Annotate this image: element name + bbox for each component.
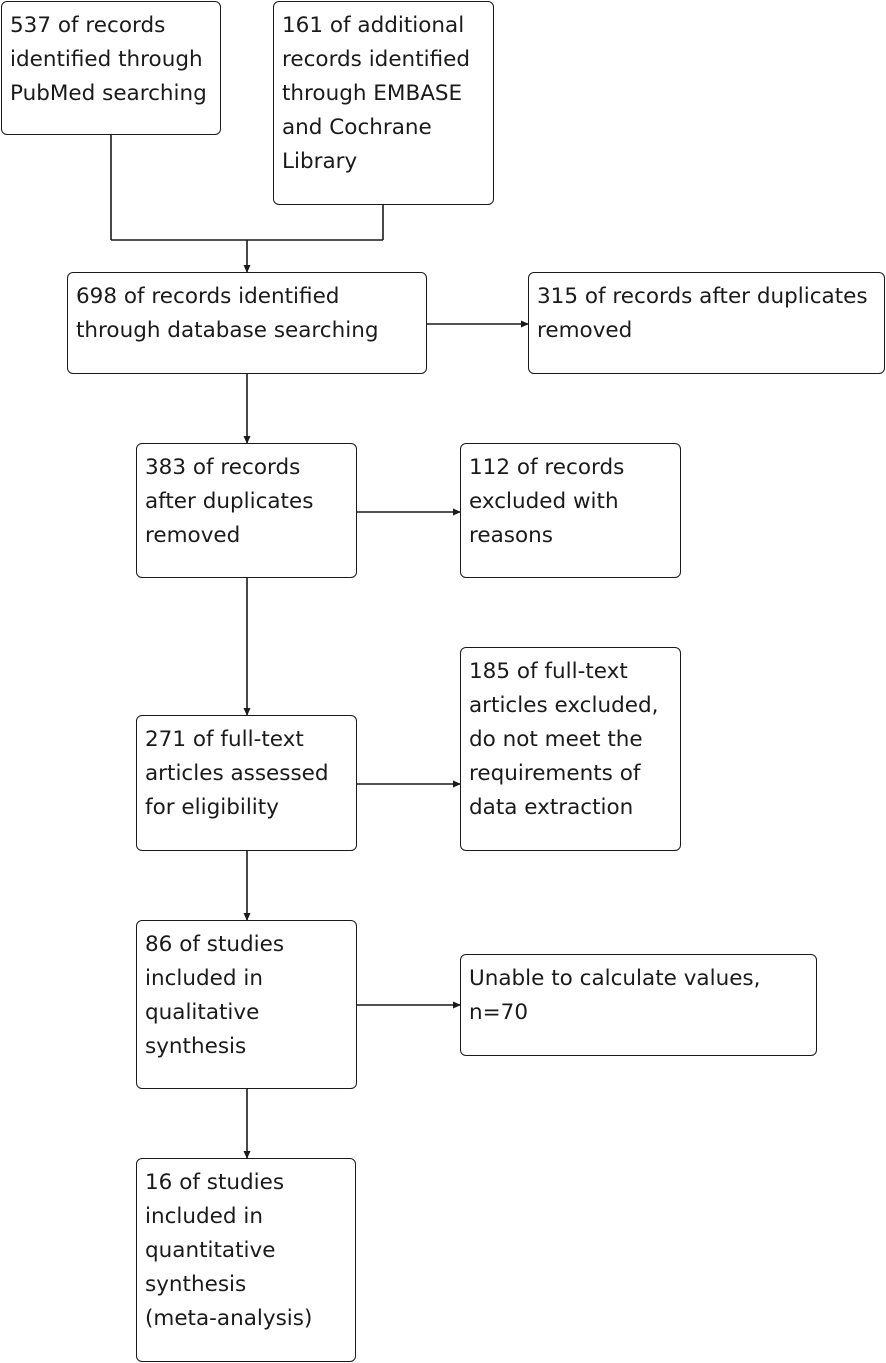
embase-cochrane-records-text: 161 of additional records identified thr… [282, 13, 471, 174]
fulltext-assessed-text: 271 of full-text articles assessed for e… [145, 727, 329, 820]
excluded-with-reasons-text: 112 of records excluded with reasons [469, 455, 625, 548]
after-duplicates-text: 383 of records after duplicates removed [145, 455, 314, 548]
after-duplicates-box: 383 of records after duplicates removed [136, 443, 357, 578]
quantitative-synthesis-box: 16 of studies included in quantitative s… [136, 1158, 356, 1362]
pubmed-records-text: 537 of records identified through PubMed… [10, 13, 207, 106]
qualitative-synthesis-box: 86 of studies included in qualitative sy… [136, 920, 357, 1089]
unable-to-calculate-text: Unable to calculate values, n=70 [469, 966, 761, 1025]
pubmed-records-box: 537 of records identified through PubMed… [1, 1, 221, 135]
fulltext-excluded-text: 185 of full-text articles excluded, do n… [469, 659, 659, 820]
database-identified-box: 698 of records identified through databa… [67, 272, 427, 374]
duplicates-removed-side-text: 315 of records after duplicates removed [537, 284, 868, 343]
embase-cochrane-records-box: 161 of additional records identified thr… [273, 1, 494, 205]
duplicates-removed-side-box: 315 of records after duplicates removed [528, 272, 885, 374]
fulltext-excluded-box: 185 of full-text articles excluded, do n… [460, 647, 681, 851]
quantitative-synthesis-text: 16 of studies included in quantitative s… [145, 1170, 313, 1331]
database-identified-text: 698 of records identified through databa… [76, 284, 379, 343]
unable-to-calculate-box: Unable to calculate values, n=70 [460, 954, 817, 1056]
qualitative-synthesis-text: 86 of studies included in qualitative sy… [145, 932, 285, 1059]
fulltext-assessed-box: 271 of full-text articles assessed for e… [136, 715, 357, 851]
excluded-with-reasons-box: 112 of records excluded with reasons [460, 443, 681, 578]
